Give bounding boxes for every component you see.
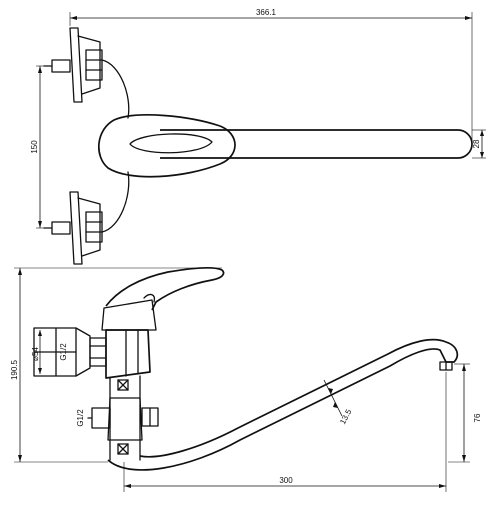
- dim-spout-reach-label: 300: [279, 476, 293, 485]
- dim-spout-height: 76: [448, 363, 482, 463]
- side-lever-handle: [105, 266, 225, 311]
- dim-inlet-spacing: 150: [30, 65, 46, 229]
- thread-label-lower: G1/2: [76, 409, 85, 427]
- thread-label-upper: G1/2: [59, 343, 68, 361]
- top-view-body: [101, 59, 130, 233]
- dim-total-height-label: 190.5: [10, 359, 19, 380]
- side-inlet-nut: [89, 337, 107, 367]
- side-mixer-body: [101, 299, 157, 379]
- side-spout-tip: [439, 361, 453, 371]
- top-view-handle: [97, 114, 236, 178]
- side-view: 190.5 ⌀54 G1/2 G1/2 13.5 76: [10, 266, 482, 492]
- top-view: 366.1 150 28: [30, 8, 486, 265]
- side-vertical-stem: [109, 375, 141, 461]
- side-lever-detail: [143, 293, 156, 303]
- side-diverter: [87, 397, 159, 441]
- dim-total-width-label: 366.1: [256, 8, 277, 17]
- dim-handle-width: 28: [472, 129, 486, 159]
- dim-handle-width-label: 28: [472, 139, 481, 148]
- dim-spout-height-label: 76: [473, 413, 482, 422]
- dim-inlet-spacing-label: 150: [30, 140, 39, 154]
- top-view-handle-recess: [129, 133, 213, 154]
- side-spout: [107, 338, 459, 471]
- upper-escutcheon: [43, 27, 103, 103]
- dim-total-height: 190.5: [10, 267, 222, 463]
- lower-escutcheon: [43, 191, 103, 265]
- dim-escutcheon-diameter: ⌀54: [31, 330, 42, 374]
- dim-total-width: 366.1: [69, 8, 473, 144]
- dim-escutcheon-diameter-label: ⌀54: [31, 347, 40, 361]
- dim-spout-tube-label: 13.5: [338, 407, 354, 425]
- top-view-spout: [160, 129, 473, 159]
- dim-spout-reach: 300: [123, 372, 447, 492]
